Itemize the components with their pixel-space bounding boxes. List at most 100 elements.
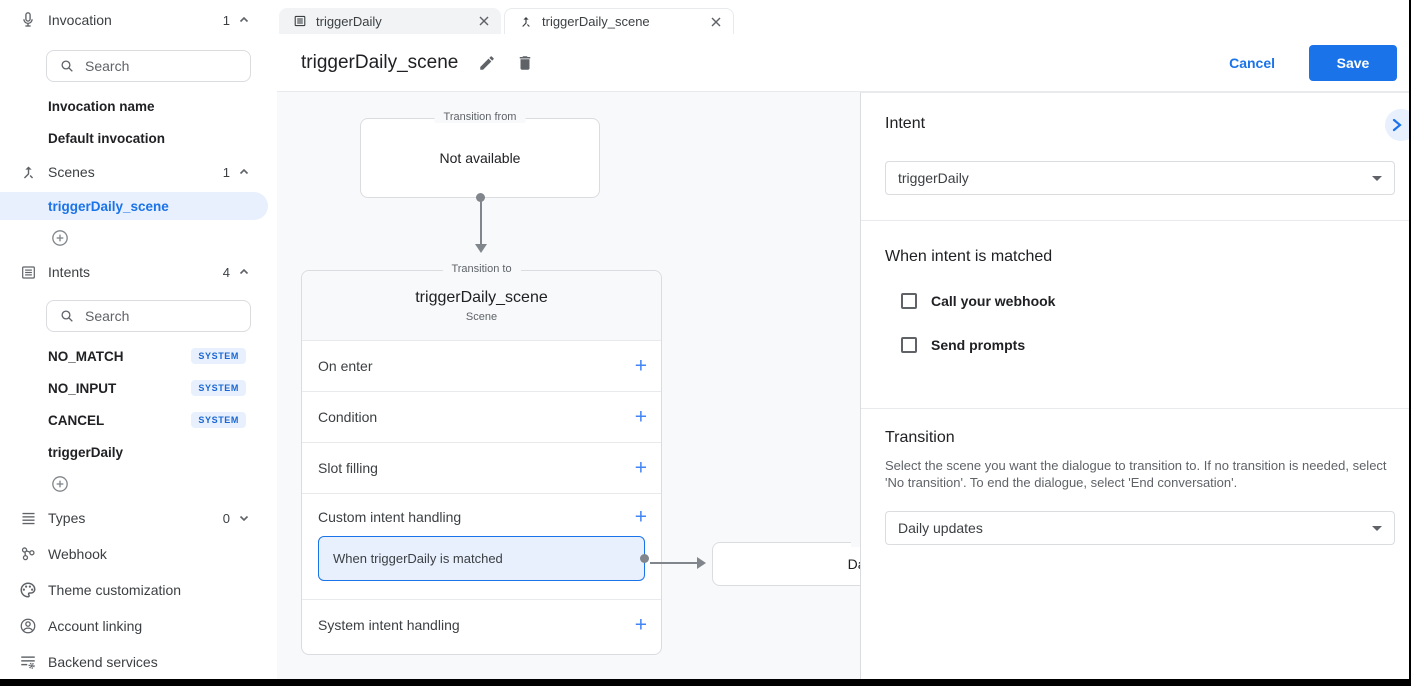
item-label: Theme customization bbox=[48, 582, 182, 598]
intents-icon bbox=[19, 263, 37, 281]
node-label: Transition to bbox=[850, 535, 860, 547]
scene-node-header[interactable]: triggerDaily_scene Scene bbox=[302, 271, 661, 341]
system-badge: SYSTEM bbox=[191, 348, 246, 364]
page-title: triggerDaily_scene bbox=[301, 51, 459, 73]
transition-from-content: Not available bbox=[439, 150, 521, 166]
node-label: Transition from bbox=[434, 111, 526, 123]
row-label: Condition bbox=[318, 409, 378, 425]
search-icon bbox=[61, 310, 73, 322]
search-input[interactable] bbox=[85, 308, 225, 324]
arrowhead-down bbox=[475, 244, 487, 253]
edit-icon[interactable] bbox=[478, 54, 496, 72]
add-icon[interactable]: + bbox=[634, 456, 647, 480]
section-count: 0 bbox=[222, 510, 230, 526]
item-label: NO_INPUT bbox=[48, 380, 117, 396]
sidebar-item-account-linking[interactable]: Account linking bbox=[0, 612, 268, 640]
transition-heading: Transition bbox=[885, 429, 955, 446]
section-label: Scenes bbox=[48, 164, 95, 180]
collapse-panel-button[interactable] bbox=[1385, 109, 1409, 141]
row-label: Slot filling bbox=[318, 460, 378, 476]
sidebar-item-no-match[interactable]: NO_MATCH SYSTEM bbox=[48, 342, 268, 370]
scenes-icon bbox=[519, 15, 533, 29]
tab-triggerdaily-scene[interactable]: triggerDaily_scene bbox=[504, 8, 734, 34]
section-label: Types bbox=[48, 510, 86, 526]
divider bbox=[861, 220, 1409, 221]
sidebar-item-backend-services[interactable]: Backend services bbox=[0, 648, 268, 676]
section-label: Invocation bbox=[48, 12, 112, 28]
intent-handler-when-triggerdaily-matched[interactable]: When triggerDaily is matched bbox=[318, 536, 649, 581]
section-count: 1 bbox=[222, 12, 230, 28]
close-icon[interactable] bbox=[709, 15, 723, 29]
sidebar: Invocation 1 Invocation name Default inv… bbox=[0, 0, 277, 679]
search-input[interactable] bbox=[85, 58, 225, 74]
connector-dot bbox=[640, 554, 649, 563]
sidebar-item-triggerdaily[interactable]: triggerDaily bbox=[48, 438, 268, 466]
tab-bar: triggerDaily triggerDaily_scene bbox=[277, 8, 734, 34]
scene-node-daily-updates[interactable]: Transition to Daily updates bbox=[712, 535, 860, 586]
add-icon[interactable]: + bbox=[634, 354, 647, 378]
connector-line bbox=[650, 562, 699, 564]
item-label: triggerDaily bbox=[48, 444, 124, 460]
chevron-down-icon[interactable] bbox=[238, 512, 250, 524]
checkbox-unchecked[interactable] bbox=[901, 293, 917, 309]
transition-description: Select the scene you want the dialogue t… bbox=[885, 458, 1387, 490]
checkbox-unchecked[interactable] bbox=[901, 337, 917, 353]
tab-label: triggerDaily bbox=[316, 13, 382, 29]
when-matched-heading: When intent is matched bbox=[885, 248, 1053, 265]
transition-select[interactable]: Daily updates bbox=[885, 511, 1395, 545]
microphone-icon bbox=[19, 11, 37, 29]
chevron-up-icon[interactable] bbox=[238, 14, 250, 26]
connector-line bbox=[480, 200, 482, 246]
dropdown-caret-icon bbox=[1372, 176, 1382, 181]
sidebar-section-intents[interactable]: Intents 4 bbox=[0, 258, 268, 286]
close-icon[interactable] bbox=[477, 14, 491, 28]
toolbar: triggerDaily_scene Cancel Save bbox=[277, 34, 1409, 92]
section-count: 1 bbox=[222, 164, 230, 180]
add-intent-button[interactable] bbox=[50, 474, 70, 494]
transition-select-value: Daily updates bbox=[898, 520, 983, 536]
row-slot-filling[interactable]: Slot filling + bbox=[302, 443, 661, 494]
tab-triggerdaily[interactable]: triggerDaily bbox=[279, 8, 501, 34]
sidebar-item-theme-customization[interactable]: Theme customization bbox=[0, 576, 268, 604]
sidebar-item-triggerdaily-scene[interactable]: triggerDaily_scene bbox=[0, 192, 268, 220]
row-label: System intent handling bbox=[318, 617, 460, 633]
add-icon[interactable]: + bbox=[634, 505, 647, 529]
sidebar-item-default-invocation[interactable]: Default invocation bbox=[48, 124, 268, 152]
row-on-enter[interactable]: On enter + bbox=[302, 341, 661, 392]
system-badge: SYSTEM bbox=[191, 380, 246, 396]
intent-select[interactable]: triggerDaily bbox=[885, 161, 1395, 195]
checkbox-label: Send prompts bbox=[931, 337, 1026, 353]
sidebar-item-cancel[interactable]: CANCEL SYSTEM bbox=[48, 406, 268, 434]
window-edge bbox=[1409, 0, 1411, 686]
types-icon bbox=[19, 509, 37, 527]
row-condition[interactable]: Condition + bbox=[302, 392, 661, 443]
delete-icon[interactable] bbox=[516, 54, 534, 72]
add-scene-button[interactable] bbox=[50, 228, 70, 248]
row-label: Custom intent handling bbox=[318, 509, 462, 525]
sidebar-section-types[interactable]: Types 0 bbox=[0, 504, 268, 532]
section-count: 4 bbox=[222, 264, 230, 280]
add-icon[interactable]: + bbox=[634, 405, 647, 429]
cancel-button[interactable]: Cancel bbox=[1229, 55, 1275, 71]
row-custom-intent-handling[interactable]: Custom intent handling + When triggerDai… bbox=[302, 494, 661, 600]
sidebar-item-no-input[interactable]: NO_INPUT SYSTEM bbox=[48, 374, 268, 402]
search-icon bbox=[61, 60, 73, 72]
row-system-intent-handling[interactable]: System intent handling + bbox=[302, 600, 661, 650]
palette-icon bbox=[19, 581, 37, 599]
sidebar-item-invocation-name[interactable]: Invocation name bbox=[48, 92, 268, 120]
sidebar-section-invocation[interactable]: Invocation 1 bbox=[0, 6, 268, 34]
scene-graph-canvas: Transition from Not available Transition… bbox=[277, 92, 860, 679]
save-button[interactable]: Save bbox=[1309, 45, 1397, 81]
call-webhook-checkbox-row[interactable]: Call your webhook bbox=[887, 290, 1055, 312]
chevron-up-icon[interactable] bbox=[238, 166, 250, 178]
arrowhead-right bbox=[697, 557, 706, 569]
chevron-up-icon[interactable] bbox=[238, 266, 250, 278]
intents-icon bbox=[293, 14, 307, 28]
send-prompts-checkbox-row[interactable]: Send prompts bbox=[887, 334, 1025, 356]
sidebar-section-scenes[interactable]: Scenes 1 bbox=[0, 158, 268, 186]
item-label: NO_MATCH bbox=[48, 348, 124, 364]
dropdown-caret-icon bbox=[1372, 526, 1382, 531]
sidebar-item-webhook[interactable]: Webhook bbox=[0, 540, 268, 568]
item-label: Invocation name bbox=[48, 98, 155, 114]
add-icon[interactable]: + bbox=[634, 613, 647, 637]
